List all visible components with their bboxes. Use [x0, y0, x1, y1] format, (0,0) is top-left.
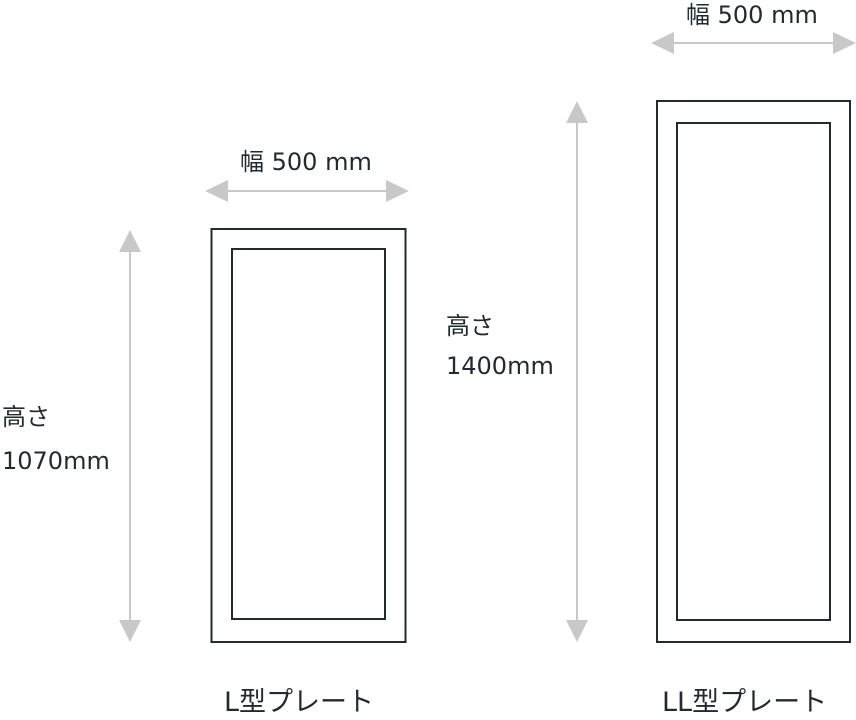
ll-plate-width-arrow — [651, 32, 856, 54]
l-plate-height-arrow — [119, 230, 141, 642]
ll-plate-inner-frame — [676, 122, 831, 621]
l-plate-height-label: 高さ — [2, 403, 50, 431]
ll-plate-outer-frame — [656, 100, 851, 643]
l-plate-inner-frame — [231, 248, 386, 620]
ll-plate-height-arrow — [566, 101, 588, 642]
l-plate-width-label: 幅 500 mm — [240, 148, 372, 176]
ll-plate-height-label: 高さ — [446, 312, 494, 340]
l-plate-outer-frame — [210, 228, 407, 643]
ll-plate-title: LL型プレート — [662, 687, 828, 718]
ll-plate-width-label: 幅 500 mm — [686, 1, 818, 29]
ll-plate-height-value: 1400mm — [446, 352, 554, 380]
l-plate-width-arrow — [205, 180, 409, 202]
l-plate-title: L型プレート — [224, 687, 375, 718]
l-plate-height-value: 1070mm — [2, 447, 110, 475]
